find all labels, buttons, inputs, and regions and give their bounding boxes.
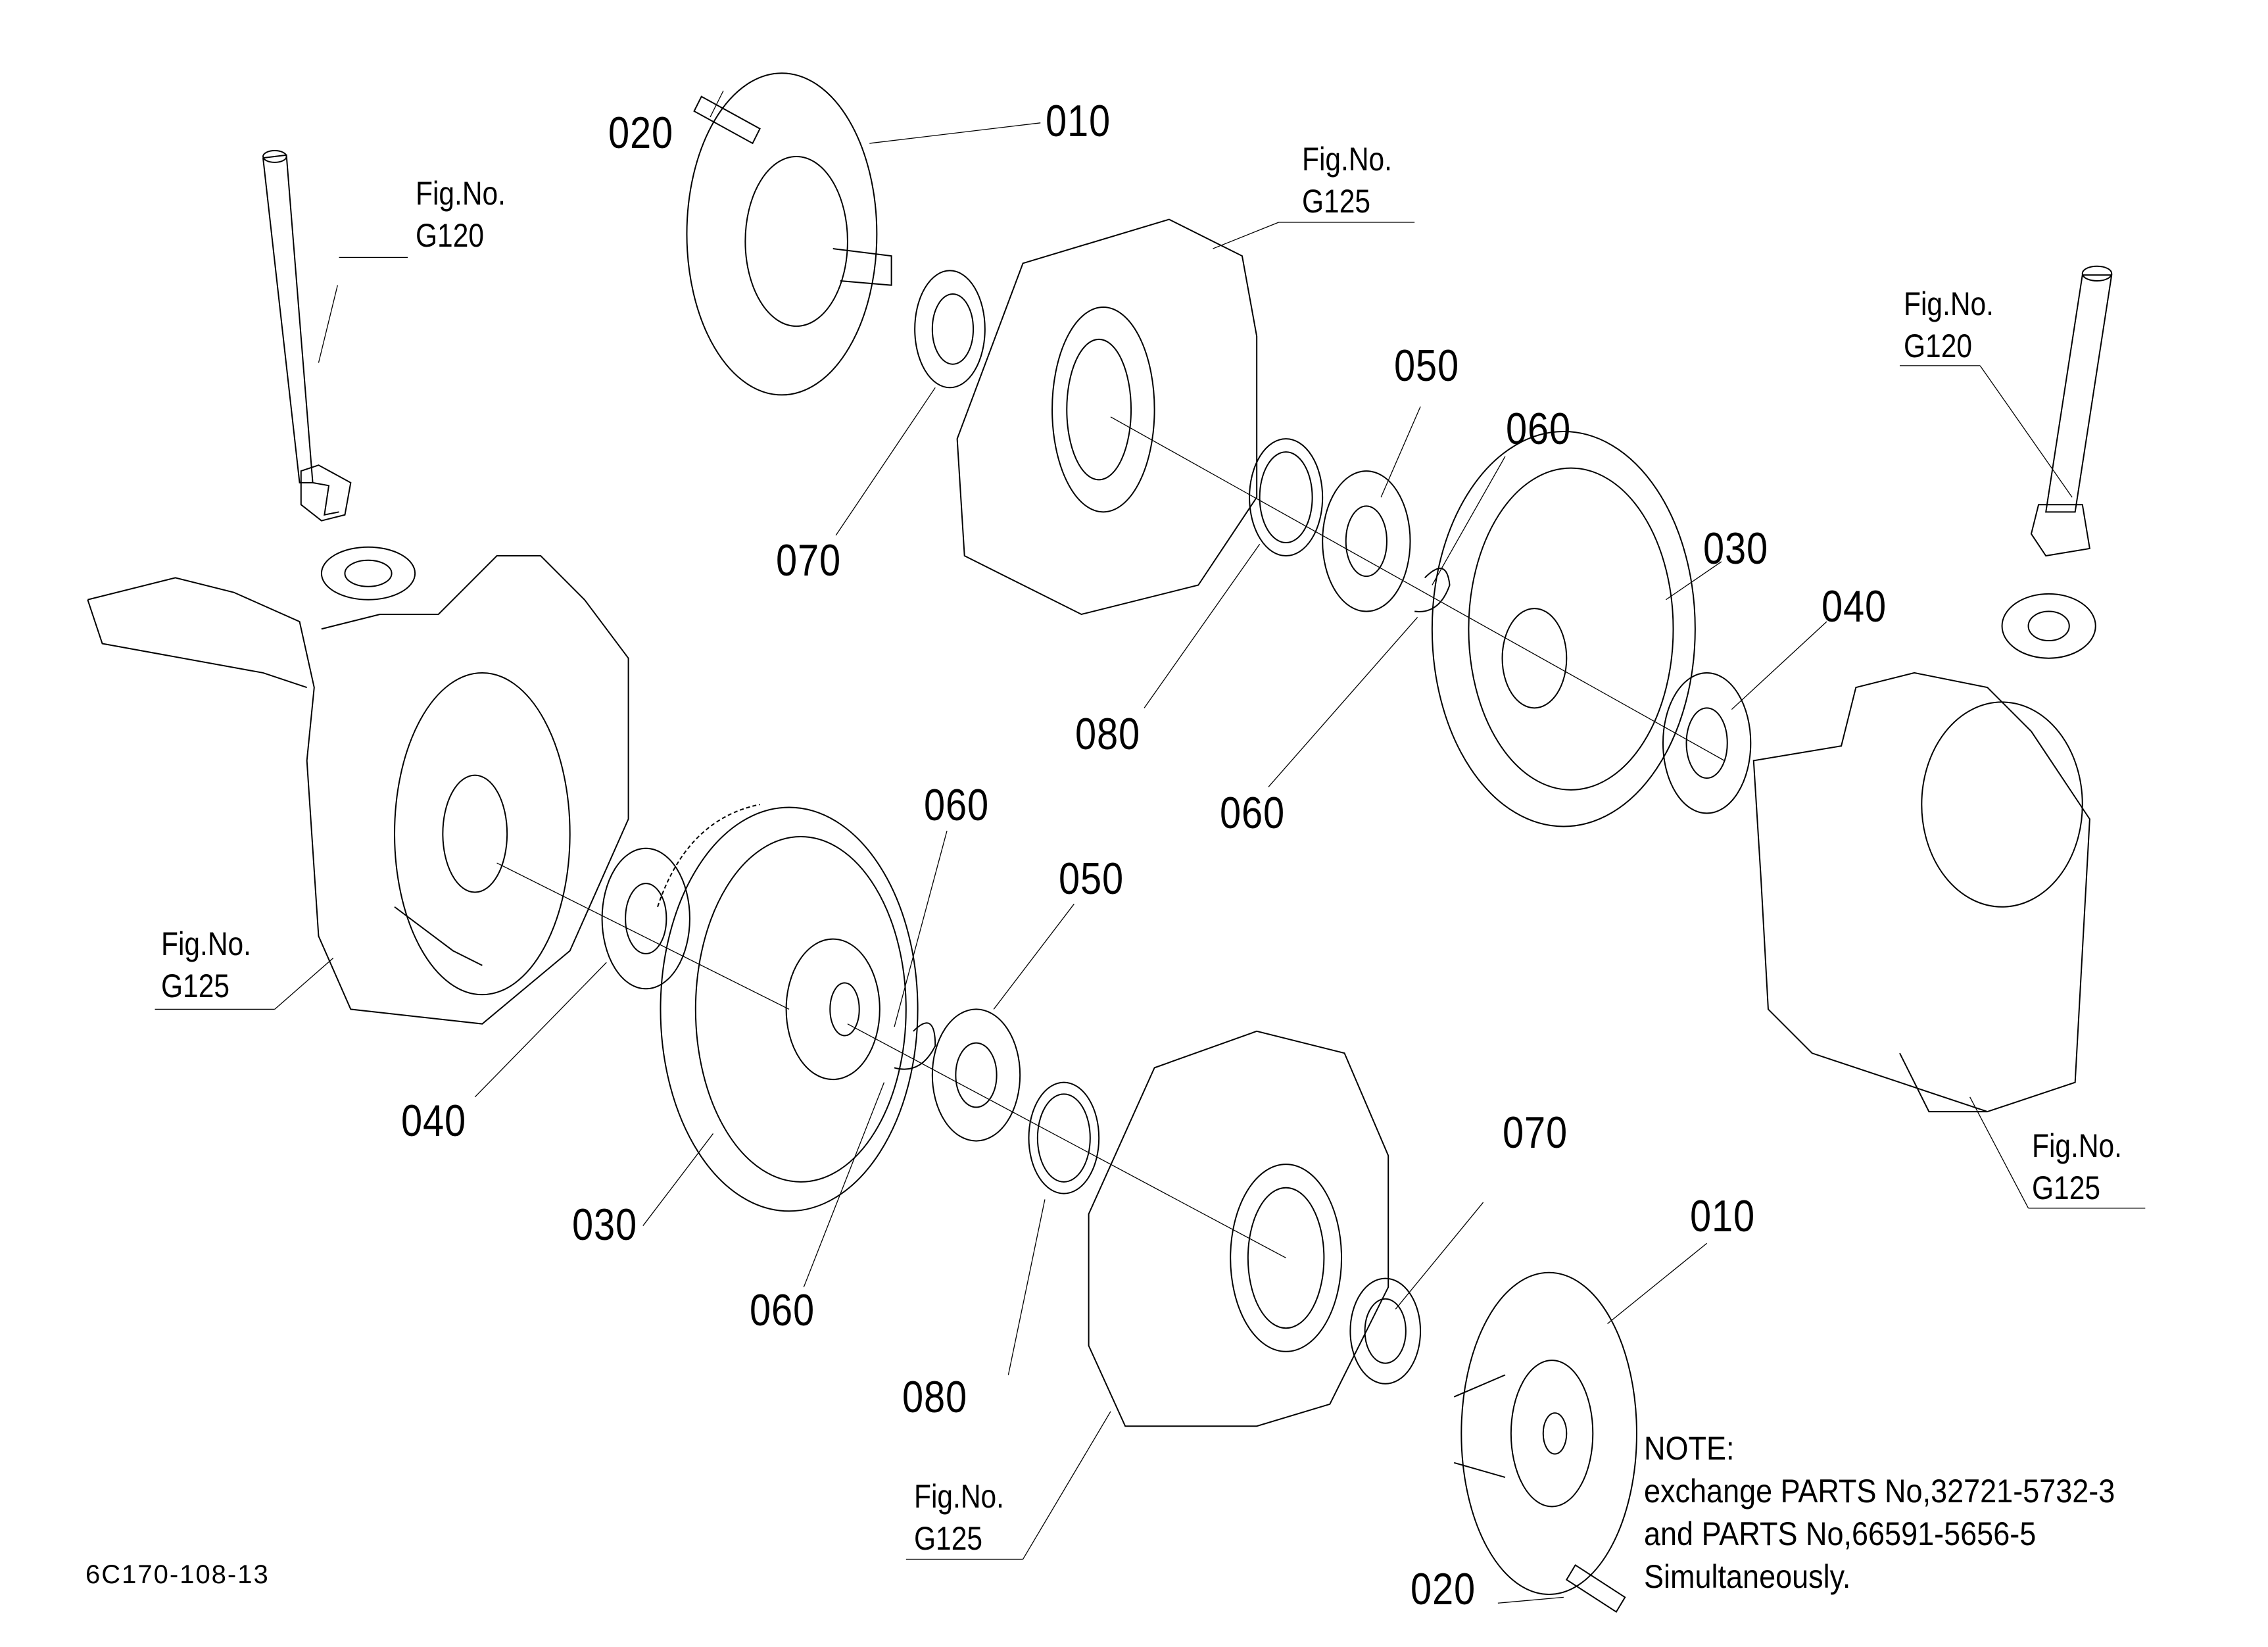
fig-ref-label: Fig.No.	[161, 925, 251, 962]
fig-ref-number: G120	[1904, 328, 1972, 364]
callout-030-lower: 030	[572, 1200, 637, 1250]
upper-case	[957, 220, 1257, 614]
stud-020-upper	[694, 97, 760, 143]
bearing-050-lower	[932, 1009, 1020, 1141]
bearing-040-upper	[1663, 673, 1750, 813]
right-bearing	[2002, 594, 2096, 658]
callout-070-upper: 070	[776, 535, 841, 585]
fig-ref-label: Fig.No.	[914, 1478, 1004, 1515]
callout-050-lower: 050	[1059, 854, 1124, 904]
note-line-1: exchange PARTS No,32721-5732-3	[1644, 1473, 2115, 1510]
shim-080-lower	[1028, 1083, 1099, 1194]
callout-030-upper: 030	[1703, 524, 1768, 574]
fig-ref-g125-bottom[interactable]: Fig.No. G125	[914, 1475, 1004, 1560]
fig-ref-number: G125	[2032, 1169, 2100, 1206]
callout-060-lower-b: 060	[750, 1285, 815, 1335]
right-pinion-shaft	[2031, 266, 2111, 556]
bearing-050-upper	[1322, 471, 1410, 611]
fig-ref-label: Fig.No.	[2032, 1127, 2122, 1164]
flange-010-upper	[687, 73, 891, 395]
circlip-060-upper	[1414, 568, 1449, 612]
fig-ref-number: G120	[416, 217, 484, 254]
left-pinion-shaft	[263, 151, 350, 521]
callout-040-upper: 040	[1822, 581, 1887, 631]
callout-070-lower: 070	[1503, 1108, 1568, 1158]
callout-050-upper: 050	[1394, 341, 1459, 391]
fig-ref-g125-left[interactable]: Fig.No. G125	[161, 923, 251, 1007]
fig-ref-label: Fig.No.	[1302, 141, 1392, 178]
gear-030-lower	[658, 804, 918, 1211]
note-line-3: Simultaneously.	[1644, 1558, 1851, 1595]
fig-ref-label: Fig.No.	[1904, 285, 1994, 322]
callout-020-upper: 020	[608, 108, 673, 158]
callout-080-lower: 080	[902, 1372, 967, 1422]
fig-ref-g125-right[interactable]: Fig.No. G125	[2032, 1125, 2122, 1209]
callout-010-upper: 010	[1046, 96, 1111, 146]
seal-070-lower	[1350, 1279, 1420, 1384]
figure-code: 6C170-108-13	[85, 1560, 270, 1589]
leader-lines	[155, 91, 2146, 1603]
fig-ref-number: G125	[1302, 183, 1370, 220]
callout-040-lower: 040	[401, 1096, 466, 1146]
callout-010-lower: 010	[1690, 1191, 1755, 1241]
fig-ref-g120-left[interactable]: Fig.No. G120	[416, 172, 506, 257]
right-housing	[1754, 673, 2090, 1112]
callout-060-upper-b: 060	[1220, 788, 1285, 838]
fig-ref-number: G125	[914, 1520, 982, 1557]
fig-ref-number: G125	[161, 968, 229, 1004]
lower-case	[1089, 1031, 1389, 1426]
callout-080-upper: 080	[1075, 709, 1140, 759]
note-line-2: and PARTS No,66591-5656-5	[1644, 1515, 2037, 1552]
callout-060-lower-a: 060	[924, 780, 989, 830]
parts-note: NOTE: exchange PARTS No,32721-5732-3 and…	[1644, 1427, 2115, 1598]
callout-060-upper-a: 060	[1506, 404, 1571, 454]
left-bearing	[322, 547, 415, 600]
note-title: NOTE:	[1644, 1430, 1735, 1467]
stud-020-lower	[1566, 1565, 1625, 1611]
fig-ref-label: Fig.No.	[416, 175, 506, 212]
flange-010-lower	[1454, 1273, 1637, 1594]
seal-070-upper	[915, 270, 985, 387]
bearing-040-lower	[602, 848, 690, 989]
fig-ref-g120-right[interactable]: Fig.No. G120	[1904, 283, 1994, 367]
callout-020-lower: 020	[1411, 1564, 1476, 1614]
shim-080-upper	[1249, 439, 1322, 556]
circlip-060-lower	[894, 1023, 935, 1069]
fig-ref-g125-top[interactable]: Fig.No. G125	[1302, 138, 1392, 222]
left-housing	[87, 556, 628, 1024]
gear-030-upper	[1432, 431, 1695, 826]
